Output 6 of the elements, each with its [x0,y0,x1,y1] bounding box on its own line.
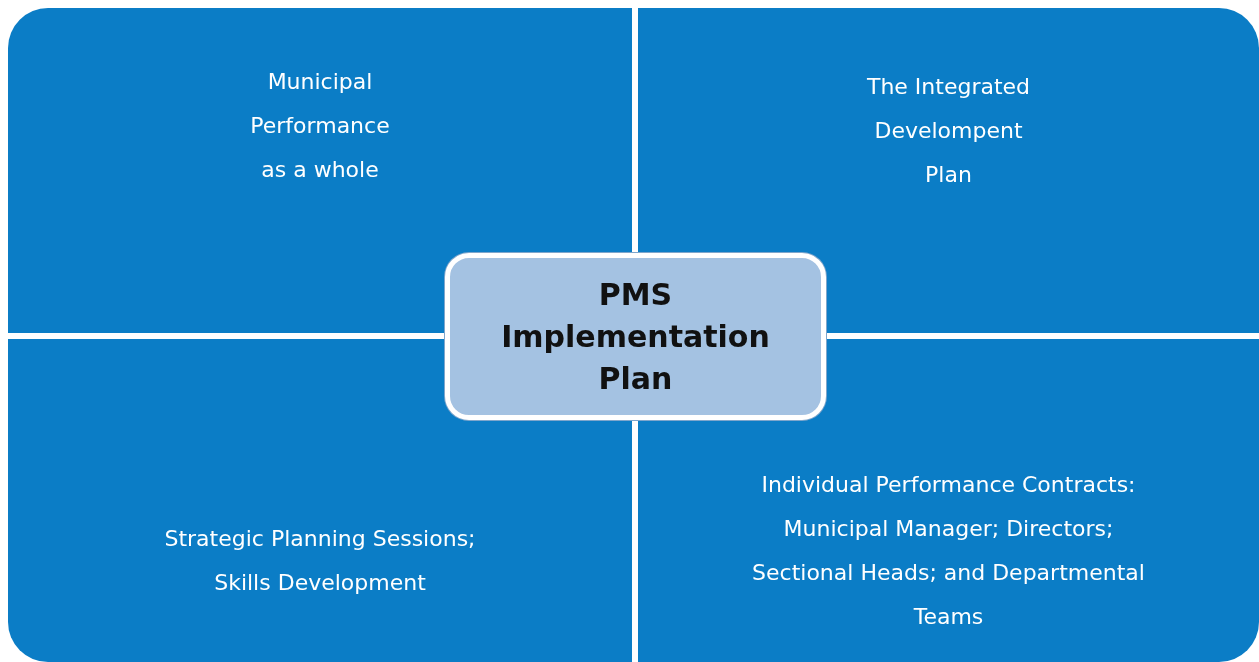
box-title: PMS Implementation Plan [500,275,771,398]
center-box [445,253,826,420]
panel-text: Strategic Planning Sessions; Skills Development [163,524,477,597]
panel-text: Municipal Performance as a whole [249,67,391,184]
panel-text: Individual Performance Contracts: Municipal Manager; Directors; Sectional Heads; and Departmental Teams [751,470,1146,631]
panel-text: The Integrated Develompent Plan [865,72,1032,189]
